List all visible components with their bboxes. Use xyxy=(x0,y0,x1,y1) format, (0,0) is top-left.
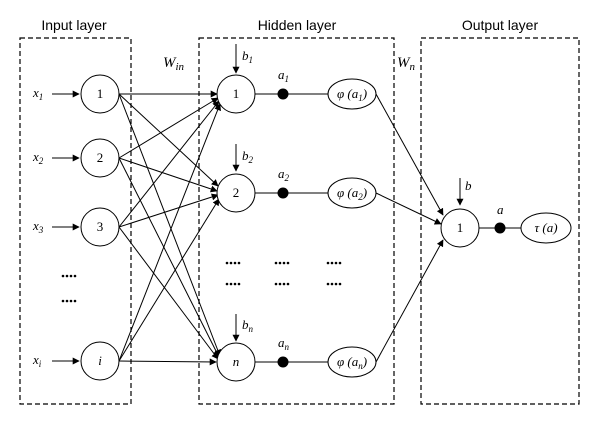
output-layer-box xyxy=(420,37,580,405)
output-layer-title: Output layer xyxy=(462,17,539,33)
act-a: a xyxy=(497,202,504,217)
bias-b2: b2 xyxy=(242,148,254,165)
input-layer-title: Input layer xyxy=(41,17,107,33)
act-a2: a2 xyxy=(278,166,290,183)
svg-text:2: 2 xyxy=(97,150,104,165)
input-label-x3: x3 xyxy=(32,218,44,235)
svg-text:τ (a): τ (a) xyxy=(534,220,557,235)
svg-text:n: n xyxy=(233,354,240,369)
input-layer-box xyxy=(19,37,132,405)
hidden-neuron-n: bn n an φ (an) xyxy=(216,314,377,382)
hidden-neuron-2: b2 2 a2 φ (a2) xyxy=(216,144,377,213)
svg-text:i: i xyxy=(98,353,102,368)
svg-text:φ (an): φ (an) xyxy=(337,354,367,371)
svg-text:φ (a2): φ (a2) xyxy=(337,185,367,202)
input-node-1: 1 xyxy=(80,74,120,114)
input-hidden-connections xyxy=(118,90,221,366)
hidden-output-connections xyxy=(375,93,444,363)
input-arrows xyxy=(52,90,80,365)
weight-hidden-label: Wn xyxy=(397,55,416,73)
svg-text:1: 1 xyxy=(97,86,104,101)
input-ellipsis-dots xyxy=(61,274,77,303)
svg-text:1: 1 xyxy=(233,86,240,101)
hidden-layer-box xyxy=(198,37,395,405)
bias-bn: bn xyxy=(242,317,254,334)
input-node-i: i xyxy=(80,341,120,381)
hidden-ellipsis-dots xyxy=(225,261,342,286)
input-label-x2: x2 xyxy=(32,149,44,166)
svg-text:2: 2 xyxy=(233,185,240,200)
hidden-neuron-1: b1 1 a1 φ (a1) xyxy=(216,44,377,114)
weight-input-label: Win xyxy=(163,55,185,73)
input-node-2: 2 xyxy=(80,138,120,178)
svg-text:3: 3 xyxy=(97,219,104,234)
input-label-xi: xi xyxy=(32,352,42,369)
bias-b1: b1 xyxy=(242,48,253,65)
act-an: an xyxy=(278,335,290,352)
output-neuron: b 1 a τ (a) xyxy=(440,178,572,248)
svg-text:φ (a1): φ (a1) xyxy=(337,86,367,103)
bias-b: b xyxy=(465,178,472,193)
act-a1: a1 xyxy=(278,67,289,84)
svg-text:1: 1 xyxy=(457,220,464,235)
input-node-3: 3 xyxy=(80,207,120,247)
input-label-x1: x1 xyxy=(32,85,43,102)
hidden-layer-title: Hidden layer xyxy=(258,17,337,33)
